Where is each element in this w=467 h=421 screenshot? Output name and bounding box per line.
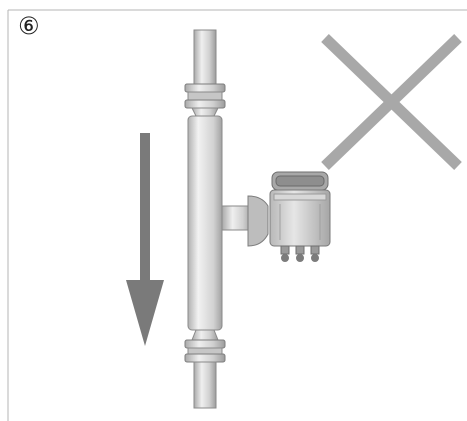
flowmeter-assembly	[184, 29, 331, 409]
transmitter-neck	[221, 195, 269, 247]
upper-flange	[184, 83, 226, 117]
cross-icon	[321, 34, 462, 170]
lower-flange	[184, 329, 226, 363]
lower-pipe	[193, 361, 217, 409]
cable-glands	[280, 245, 320, 262]
step-number-label: ⑥	[18, 12, 40, 40]
transmitter-housing	[269, 171, 331, 247]
arrow-down-icon	[126, 133, 164, 346]
meter-tube-body	[187, 115, 223, 331]
upper-pipe	[193, 29, 217, 87]
